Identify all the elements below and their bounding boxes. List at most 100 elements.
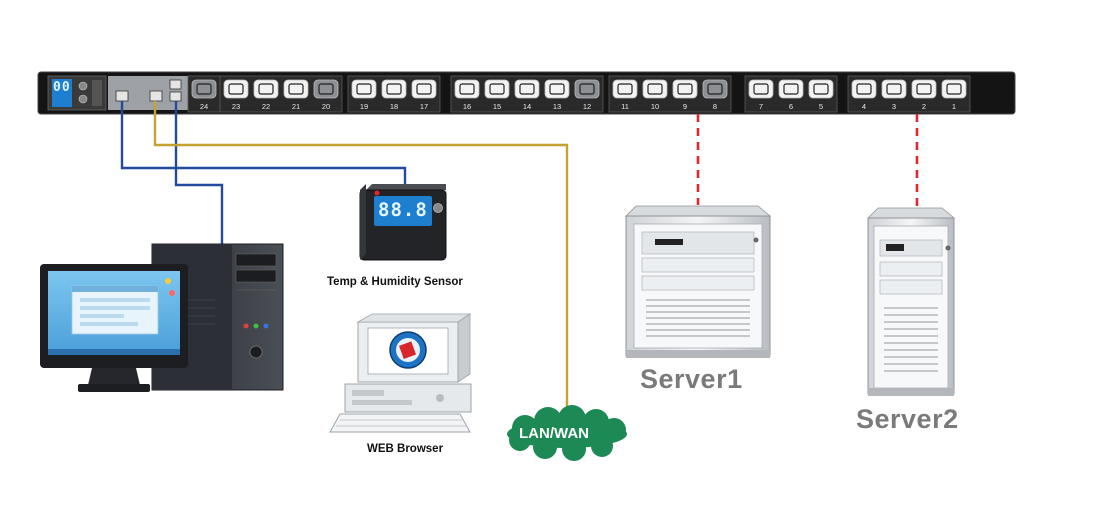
lan-wan-cloud — [507, 405, 627, 461]
outlet-18 — [381, 79, 407, 99]
outlet-15 — [484, 79, 510, 99]
outlet-socket — [386, 83, 402, 95]
outlet-5 — [808, 79, 834, 99]
outlet-number-label: 12 — [583, 102, 591, 111]
outlet-12 — [574, 79, 600, 99]
server2-label: Server2 — [856, 404, 959, 434]
server1 — [625, 205, 772, 358]
sensor-cable — [120, 101, 407, 184]
outlet-socket — [783, 83, 799, 95]
sensor-port — [115, 90, 129, 102]
outlet-socket — [416, 83, 432, 95]
web-browser-computer — [329, 313, 472, 433]
usb-port — [169, 79, 182, 90]
sensor-display-value: 88.8 — [378, 199, 428, 221]
outlet-number-label: 13 — [553, 102, 561, 111]
outlet-8 — [702, 79, 728, 99]
cables — [120, 101, 919, 414]
outlet-socket — [813, 83, 829, 95]
outlet-11 — [612, 79, 638, 99]
outlet-number-label: 6 — [789, 102, 793, 111]
outlet-13 — [544, 79, 570, 99]
outlet-number-label: 18 — [390, 102, 398, 111]
outlet-21 — [283, 79, 309, 99]
outlet-number-label: 16 — [463, 102, 471, 111]
outlet-socket — [886, 83, 902, 95]
outlet-socket — [707, 83, 723, 95]
outlet-socket — [856, 83, 872, 95]
sensor-label: Temp & Humidity Sensor — [327, 276, 463, 288]
outlet-socket — [753, 83, 769, 95]
outlet-socket — [356, 83, 372, 95]
outlet-number-label: 2 — [922, 102, 926, 111]
sensor-display — [374, 196, 432, 226]
lan-cable — [153, 101, 569, 414]
outlet-socket — [549, 83, 565, 95]
outlet-10 — [642, 79, 668, 99]
outlet-socket — [579, 83, 595, 95]
outlet-14 — [514, 79, 540, 99]
outlet-number-label: 17 — [420, 102, 428, 111]
outlet-number-label: 4 — [862, 102, 866, 111]
outlet-17 — [411, 79, 437, 99]
outlet-socket — [617, 83, 633, 95]
outlet-socket — [647, 83, 663, 95]
outlet-number-label: 1 — [952, 102, 956, 111]
outlet-22 — [253, 79, 279, 99]
outlet-19 — [351, 79, 377, 99]
server1-label: Server1 — [640, 364, 743, 394]
outlet-socket — [489, 83, 505, 95]
server2 — [867, 207, 956, 396]
outlet-socket — [916, 83, 932, 95]
outlet-socket — [946, 83, 962, 95]
monitor-stand — [88, 368, 140, 385]
outlet-7 — [748, 79, 774, 99]
outlet-number-label: 15 — [493, 102, 501, 111]
outlet-socket — [258, 83, 274, 95]
outlet-socket — [519, 83, 535, 95]
outlet-socket — [196, 83, 212, 95]
temp-humidity-sensor — [359, 184, 447, 261]
outlet-20 — [313, 79, 339, 99]
web-browser-label: WEB Browser — [367, 443, 444, 455]
outlet-number-label: 3 — [892, 102, 896, 111]
outlet-number-label: 23 — [232, 102, 240, 111]
outlet-number-label: 8 — [713, 102, 717, 111]
outlet-number-label: 7 — [759, 102, 763, 111]
outlet-1 — [941, 79, 967, 99]
lan-wan-label: LAN/WAN — [519, 425, 589, 442]
outlet-2 — [911, 79, 937, 99]
outlet-number-label: 10 — [651, 102, 659, 111]
outlet-socket — [288, 83, 304, 95]
outlet-number-label: 9 — [683, 102, 687, 111]
outlet-number-label: 5 — [819, 102, 823, 111]
serial-port — [169, 91, 182, 102]
outlet-socket — [677, 83, 693, 95]
outlet-number-label: 22 — [262, 102, 270, 111]
outlet-socket — [459, 83, 475, 95]
outlet-number-label: 14 — [523, 102, 531, 111]
outlet-number-label: 19 — [360, 102, 368, 111]
outlet-number-label: 24 — [200, 102, 208, 111]
outlet-6 — [778, 79, 804, 99]
outlet-number-label: 11 — [621, 102, 629, 111]
pdu-display — [52, 79, 72, 107]
outlet-16 — [454, 79, 480, 99]
outlet-socket — [228, 83, 244, 95]
desktop-pc — [40, 243, 284, 392]
keyboard — [329, 413, 471, 433]
outlet-9 — [672, 79, 698, 99]
outlet-3 — [881, 79, 907, 99]
outlet-23 — [223, 79, 249, 99]
pc-cable — [174, 101, 224, 244]
outlet-24 — [191, 79, 217, 99]
outlet-4 — [851, 79, 877, 99]
outlet-number-label: 20 — [322, 102, 330, 111]
outlet-socket — [318, 83, 334, 95]
pdu-display-digits: 00 — [53, 80, 71, 95]
network-port — [149, 90, 163, 102]
outlet-number-label: 21 — [292, 102, 300, 111]
